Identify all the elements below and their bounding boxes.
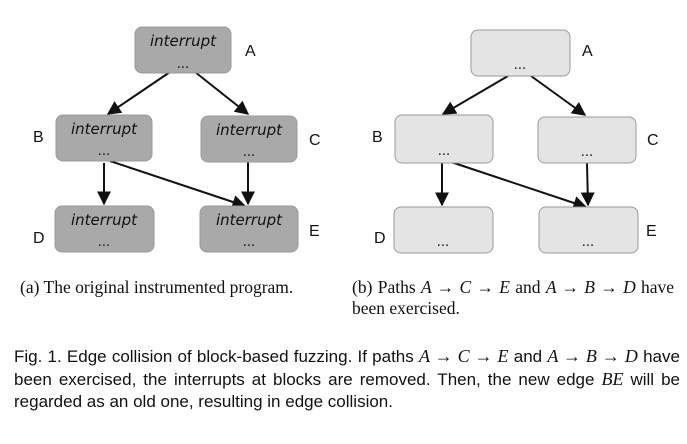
node-b-panel-d: ... D — [374, 206, 494, 254]
node-e-interrupt-text: interrupt — [216, 211, 283, 229]
node-b-panel-d-dots: ... — [437, 235, 449, 250]
node-c-interrupt-text: interrupt — [216, 121, 283, 139]
subfigure-a-text: The original instrumented program. — [43, 277, 294, 297]
subfigure-b-tag: (b) — [352, 277, 373, 297]
panel-b-diagram: ... A ... B ... C ... D ... E — [372, 29, 659, 254]
node-a: interrupt ... A — [134, 26, 256, 74]
node-b: interrupt ... B — [33, 114, 153, 162]
figure-caption-part1: Fig. 1. Edge collision of block-based fu… — [14, 347, 414, 366]
node-b-dots: ... — [98, 144, 110, 159]
node-d-interrupt-text: interrupt — [71, 211, 138, 229]
figure-caption-edge: BE — [601, 369, 624, 389]
node-a-label: A — [245, 43, 256, 60]
node-c: interrupt ... C — [200, 115, 321, 163]
edge-a-c — [194, 71, 250, 115]
node-e: interrupt ... E — [199, 205, 320, 253]
node-a-interrupt-text: interrupt — [150, 32, 217, 50]
node-b-panel-b: ... B — [372, 114, 494, 164]
node-a-dots: ... — [177, 57, 189, 72]
node-d: interrupt ... D — [33, 205, 155, 253]
node-e-dots: ... — [243, 235, 255, 250]
figure-caption-part3: have been exercised, the interrupts at b… — [14, 347, 680, 389]
node-b-label: B — [33, 129, 44, 146]
node-b-panel-a: ... A — [470, 29, 593, 77]
node-b-panel-c: ... C — [537, 116, 659, 164]
node-c-dots: ... — [243, 145, 255, 160]
figure-caption-part2: and — [513, 347, 543, 366]
node-b-panel-e-label: E — [646, 223, 657, 240]
node-b-panel-b-label: B — [372, 129, 383, 146]
node-e-label: E — [309, 223, 320, 240]
node-d-label: D — [33, 230, 45, 247]
node-b-panel-d-label: D — [374, 230, 386, 247]
node-b-panel-c-dots: ... — [581, 145, 593, 160]
subfigure-b-path1: A → C → E — [420, 277, 510, 297]
node-c-label: C — [309, 132, 321, 149]
node-d-dots: ... — [98, 235, 110, 250]
figure-caption-path2: A → B → D — [547, 346, 638, 366]
node-b-panel-e-dots: ... — [582, 235, 594, 250]
subfigure-a-caption: (a) The original instrumented program. — [20, 277, 342, 298]
edge-a-b — [106, 71, 171, 115]
subfigure-b-caption: (b) Paths A → C → E and A → B → D have b… — [352, 277, 674, 319]
node-b-panel-a-label: A — [582, 43, 593, 60]
figure-diagram: interrupt ... A interrupt ... B interrup… — [33, 26, 659, 254]
node-b-panel-c-label: C — [647, 132, 659, 149]
node-b-panel-e: ... E — [538, 206, 657, 254]
figure-caption-part4: will be regarded as an old one, resultin… — [14, 370, 680, 411]
subfigure-b-post: have been exercised. — [352, 277, 675, 318]
edge-b-e — [109, 160, 247, 209]
edge-b-panel-c-e — [580, 162, 595, 207]
edge-b-panel-a-b — [441, 75, 509, 115]
subfigure-b-path2: A → B → D — [545, 277, 636, 297]
subfigure-b-and: and — [515, 277, 541, 297]
node-b-interrupt-text: interrupt — [71, 120, 138, 138]
figure-caption-path1: A → C → E — [418, 346, 509, 366]
subfigure-b-pre: Paths — [377, 277, 416, 297]
panel-a-diagram: interrupt ... A interrupt ... B interrup… — [33, 26, 321, 253]
node-b-panel-b-dots: ... — [438, 144, 450, 159]
edge-b-panel-b-e — [447, 160, 588, 210]
edge-b-panel-a-c — [530, 75, 587, 116]
subfigure-a-tag: (a) — [20, 277, 40, 297]
node-b-panel-a-dots: ... — [514, 58, 526, 73]
figure-caption: Fig. 1. Edge collision of block-based fu… — [14, 345, 680, 413]
